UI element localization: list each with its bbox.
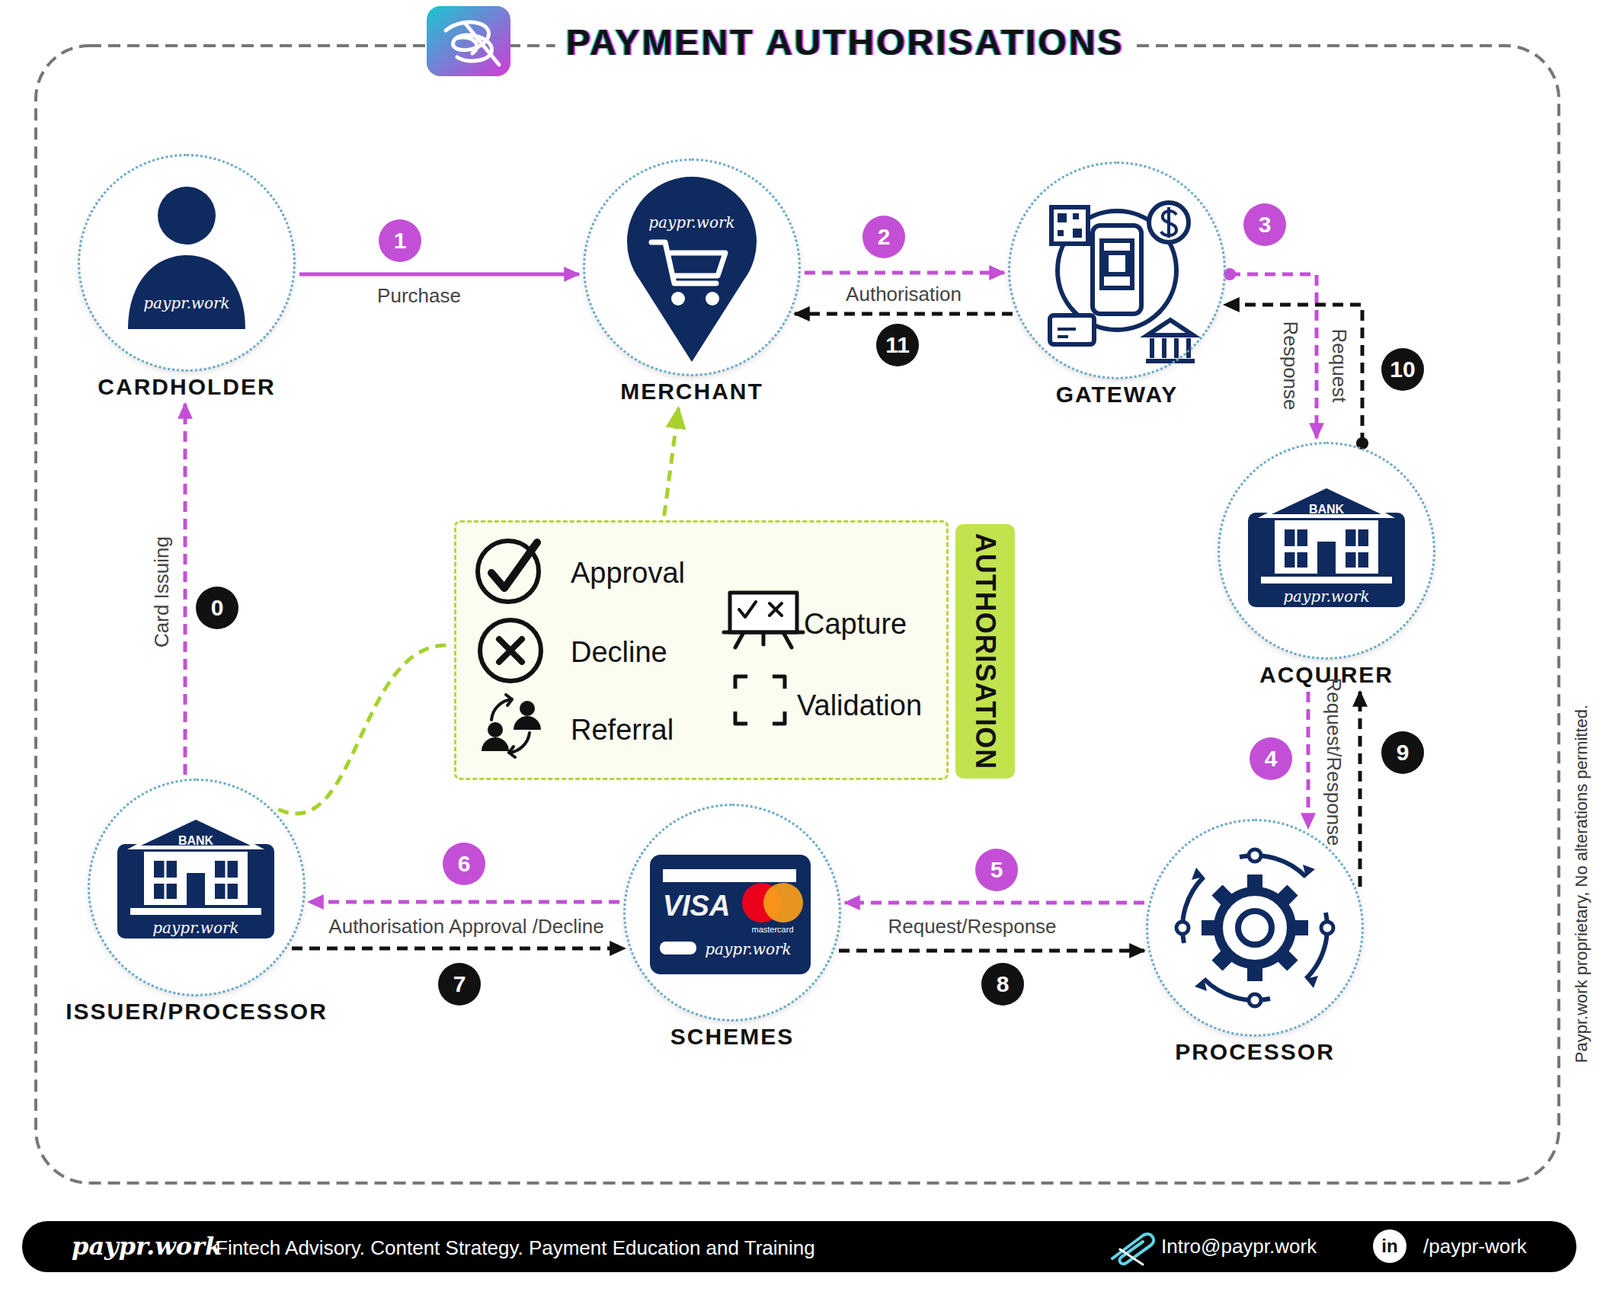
node-heading: GATEWAY [1056, 381, 1179, 407]
connector [844, 901, 1145, 906]
stage-circle: PROCESSOR [1145, 819, 1364, 1037]
callout-number: 8 [981, 963, 1024, 1006]
authorisation-item: Referral [570, 714, 674, 747]
connector [804, 271, 1005, 276]
connector [664, 408, 679, 517]
edge-label: Purchase [377, 285, 461, 306]
label-text: paypr.work [71, 1234, 222, 1259]
label-text: paypr.work [704, 941, 791, 957]
connector [299, 272, 580, 277]
callout-number: 2 [862, 215, 906, 259]
authorisation-item: Validation [796, 690, 922, 723]
edge-label: Request/Response [887, 916, 1056, 937]
label-text: /paypr-work [1423, 1236, 1527, 1257]
authorisation-item: Approval [570, 557, 685, 590]
connector [838, 949, 1145, 954]
callout-number: 6 [442, 842, 486, 886]
callout-number: 7 [438, 963, 481, 1006]
node-heading: PROCESSOR [1174, 1039, 1335, 1065]
node-heading: ISSUER/PROCESSOR [65, 998, 328, 1024]
stage-circle: CARDHOLDER [77, 153, 296, 372]
label-text: VISA [662, 891, 731, 921]
label-text: paypr.work [648, 214, 735, 231]
stage-circle: MERCHANT [582, 158, 801, 377]
edge-label: Card Issuing [151, 536, 172, 648]
node-heading: SCHEMES [670, 1024, 794, 1050]
edge-label: Request/Response [1324, 677, 1344, 846]
label-text: Intro@paypr.work [1161, 1236, 1317, 1257]
connector [278, 645, 450, 814]
node-heading: CARDHOLDER [97, 374, 276, 400]
node-heading: MERCHANT [620, 378, 764, 404]
connector [1306, 691, 1311, 829]
label-text: BANK [1308, 503, 1344, 516]
connector [1229, 274, 1317, 439]
label-text: mastercard [751, 925, 794, 935]
callout-number: 3 [1243, 203, 1287, 247]
label-text: paypr.work [1283, 588, 1370, 605]
connector [291, 947, 625, 951]
title-band: AUTHORISATION [955, 524, 1015, 779]
edge-label: Authorisation Approval /Decline [328, 916, 604, 937]
stage-circle: ISSUER/PROCESSOR [87, 778, 306, 997]
label-text: paypr.work [152, 920, 239, 936]
authorisation-item: Decline [570, 636, 668, 669]
stage-circle: ACQUIRER [1217, 441, 1436, 660]
connector [1224, 304, 1363, 444]
callout-number: 1 [378, 219, 422, 263]
callout-number: 0 [195, 586, 239, 630]
edge-label: Request [1329, 329, 1350, 404]
authorisation-box: ApprovalDeclineReferral CaptureValidation [454, 520, 949, 781]
diagram-title: PAYMENT AUTHORISATIONS [555, 20, 1136, 65]
band-title: AUTHORISATION [971, 533, 999, 770]
edge-label: Response [1280, 320, 1301, 410]
callout-number: 9 [1381, 731, 1424, 775]
callout-number: 10 [1381, 348, 1424, 391]
callout-number: 11 [876, 323, 919, 367]
label-text: in [1381, 1237, 1398, 1256]
stage-circle: SCHEMES [623, 803, 842, 1022]
label-text: paypr.work [143, 295, 230, 311]
label-text: Paypr.work proprietary, No alterations p… [1573, 704, 1591, 1063]
connector [183, 403, 188, 775]
authorisation-item: Capture [803, 608, 907, 641]
label-text: BANK [178, 835, 214, 848]
edge-label: Authorisation [845, 284, 962, 304]
callout-number: 5 [975, 848, 1018, 892]
stage-circle: GATEWAY [1008, 161, 1226, 380]
connector [1358, 691, 1363, 887]
connector [308, 900, 620, 905]
callout-number: 4 [1249, 737, 1293, 781]
label-text: Fintech Advisory. Content Strategy. Paym… [215, 1238, 816, 1258]
connector [794, 312, 1013, 317]
